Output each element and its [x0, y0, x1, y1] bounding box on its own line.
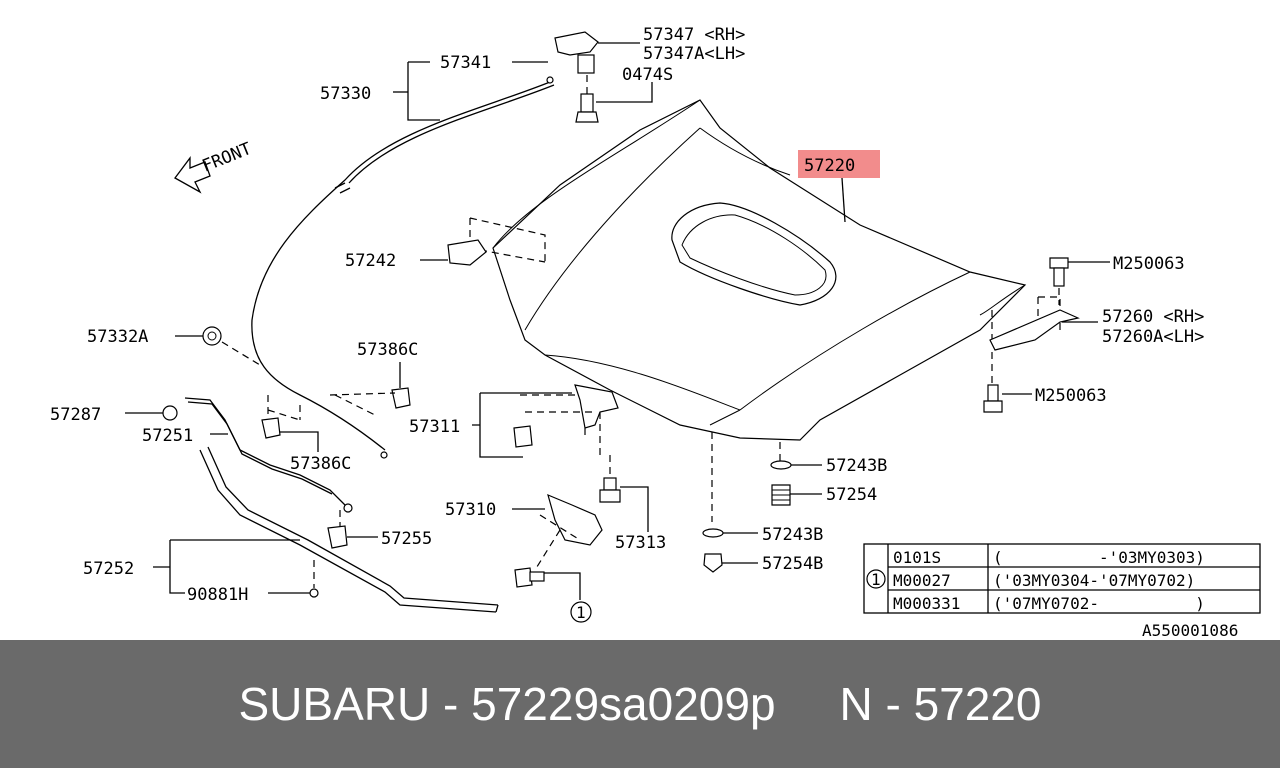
table-ref-label: 1: [871, 570, 881, 589]
table-row-3-part[interactable]: M000331: [893, 594, 960, 613]
table-row-1-range: ( -'03MY0303): [993, 548, 1205, 567]
label-57347[interactable]: 57347 <RH>: [643, 25, 745, 45]
label-57260a[interactable]: 57260A<LH>: [1102, 327, 1204, 347]
footer-caption: SUBARU - 57229sa0209p N - 57220: [0, 640, 1280, 768]
clip-57255[interactable]: [327, 510, 378, 549]
release-cable: [251, 76, 555, 459]
table-row-1-part[interactable]: 0101S: [893, 548, 941, 567]
bolt-m250063-bottom[interactable]: [983, 384, 1032, 413]
label-57220[interactable]: 57220: [804, 156, 855, 176]
footer-bar: SUBARU - 57229sa0209p N - 57220: [0, 640, 1280, 768]
weatherstrip-57252[interactable]: [199, 446, 499, 613]
clip-57386c-bottom[interactable]: [261, 395, 319, 452]
label-57386c-top[interactable]: 57386C: [357, 340, 418, 360]
label-57311[interactable]: 57311: [409, 417, 460, 437]
lock-57310[interactable]: [512, 493, 603, 571]
label-57254[interactable]: 57254: [826, 485, 877, 505]
label-57243b-b[interactable]: 57243B: [762, 525, 823, 545]
hood-panel[interactable]: [492, 99, 1027, 441]
table-row-2-range: ('03MY0304-'07MY0702): [993, 571, 1195, 590]
highlight-57220: [798, 150, 880, 178]
label-57313[interactable]: 57313: [615, 533, 666, 553]
label-57332a[interactable]: 57332A: [87, 327, 148, 347]
brand-name: SUBARU: [238, 678, 431, 730]
catalog-number[interactable]: 57229sa0209p: [471, 678, 776, 730]
hood-latch-57347[interactable]: [554, 31, 640, 74]
n-label: N: [839, 678, 873, 730]
separator-2: -: [872, 678, 914, 730]
label-m250063-top[interactable]: M250063: [1113, 254, 1185, 274]
grommet-57287[interactable]: [125, 405, 178, 421]
label-57251[interactable]: 57251: [142, 426, 193, 446]
front-arrow: FRONT: [174, 139, 254, 194]
drawing-id: A550001086: [1142, 621, 1238, 640]
clip-90881h[interactable]: [268, 560, 319, 598]
callout-1-label: 1: [576, 603, 586, 622]
bumper-stack[interactable]: [702, 432, 822, 573]
rod-57251[interactable]: [184, 397, 353, 513]
striker-57311[interactable]: [472, 384, 619, 458]
label-57341[interactable]: 57341: [440, 53, 491, 73]
front-label: FRONT: [199, 139, 254, 177]
label-57347a[interactable]: 57347A<LH>: [643, 44, 745, 64]
label-57252[interactable]: 57252: [83, 559, 134, 579]
label-0474s[interactable]: 0474S: [622, 65, 673, 85]
label-57287[interactable]: 57287: [50, 405, 101, 425]
separator: -: [430, 678, 472, 730]
bolt-57313[interactable]: [599, 455, 649, 532]
label-57254b[interactable]: 57254B: [762, 554, 823, 574]
parts-diagram: FRONT 57330 57341 57347 <RH> 57347A<LH> …: [50, 25, 1261, 640]
table-row-3-range: ('07MY0702- ): [993, 594, 1205, 613]
bolt-m250063-top[interactable]: [1049, 257, 1110, 305]
label-57386c-bottom[interactable]: 57386C: [290, 454, 351, 474]
spacer: [776, 677, 840, 731]
label-57310[interactable]: 57310: [445, 500, 496, 520]
hinge-57260[interactable]: [989, 296, 1098, 385]
label-m250063-bottom[interactable]: M250063: [1035, 386, 1107, 406]
bracket-57242[interactable]: [420, 217, 546, 266]
n-value: 57220: [913, 678, 1042, 730]
clip-57386c-top[interactable]: [299, 362, 411, 420]
table-row-2-part[interactable]: M00027: [893, 571, 951, 590]
bolt-callout-1[interactable]: 1: [514, 567, 592, 623]
grommet-57332a[interactable]: [175, 326, 261, 366]
bolt-0474s[interactable]: [575, 75, 653, 123]
label-57330[interactable]: 57330: [320, 84, 371, 104]
label-57260[interactable]: 57260 <RH>: [1102, 307, 1204, 327]
label-57255[interactable]: 57255: [381, 529, 432, 549]
label-57242[interactable]: 57242: [345, 251, 396, 271]
label-57243b-a[interactable]: 57243B: [826, 456, 887, 476]
reference-table: 1 0101S ( -'03MY0303) M00027 ('03MY0304-…: [863, 543, 1261, 614]
label-90881h[interactable]: 90881H: [187, 585, 248, 605]
